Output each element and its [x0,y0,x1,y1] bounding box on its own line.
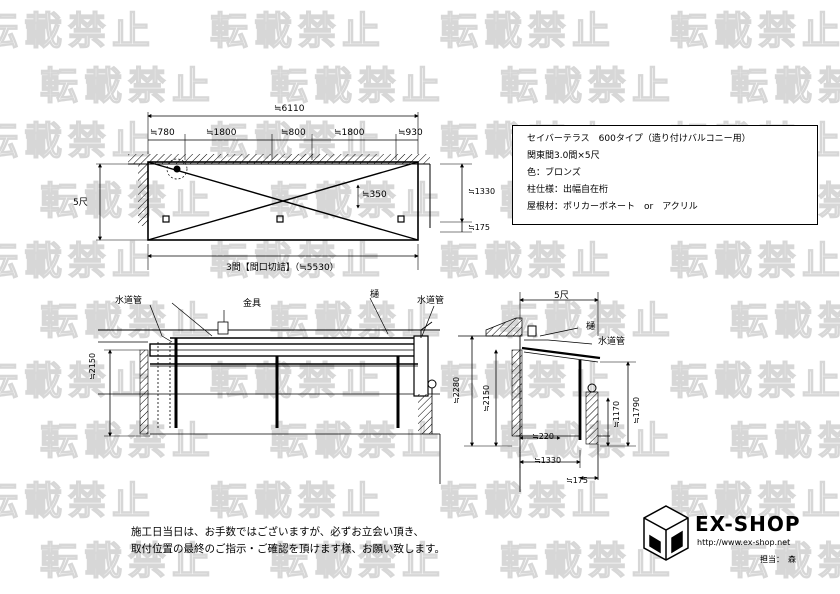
side-h-wall: ≒1170 [612,400,621,428]
side-water-pipe-label: 水道管 [598,337,626,347]
plan-right-small: ≒175 [468,223,490,232]
note-line-2: 取付位置の最終のご指示・ご確認を頂けます様、お願い致します。 [131,543,445,555]
front-view [98,297,441,484]
side-depth-label: 5尺 [554,291,569,301]
front-bracket-label: 金具 [243,299,262,309]
side-bottom-220: ≒220 [532,432,554,441]
side-h-right: ≒1790 [632,396,641,424]
installation-note: 施工日当日は、お手数ではございますが、必ずお立会い頂き、 取付位置の最終のご指示… [131,524,445,558]
front-height: ≒2150 [88,352,97,380]
spec-post: 柱仕様：出幅自在桁 [527,185,609,195]
side-h-total: ≒2280 [452,376,461,404]
plan-segment-3: ≒800 [281,128,306,138]
plan-segment-1: ≒780 [150,128,175,138]
side-h-roof: ≒2150 [482,384,491,412]
side-bottom-1330: ≒1330 [534,456,562,465]
side-bottom-175: ≒175 [566,476,588,485]
plan-segment-5: ≒930 [398,128,423,138]
plan-depth-label: 5尺 [73,198,88,208]
side-view [458,292,636,492]
spec-title: セイバーテラス 600タイプ（造り付けバルコニー用） [527,134,751,144]
plan-segment-2: ≒1800 [206,128,237,138]
front-gutter-label: 樋 [370,290,380,300]
plan-segment-4: ≒1800 [334,128,365,138]
spec-size: 関東間3.0間×5尺 [527,151,600,161]
plan-view [96,112,472,270]
logo-cube-icon [643,505,689,561]
spec-box: セイバーテラス 600タイプ（造り付けバルコニー用） 関東間3.0間×5尺 色：… [512,125,818,225]
plan-right-dim: ≒1330 [468,187,496,196]
plan-frontage: 3間【間口切詰】（≒5530） [226,263,339,273]
plan-inner-offset: ≒350 [362,190,387,200]
front-water-pipe-right: 水道管 [417,296,445,306]
plan-total-width: ≒6110 [274,104,305,114]
spec-roof: 屋根材：ポリカーボネート or アクリル [527,202,698,212]
side-gutter-label: 樋 [586,322,596,332]
logo-name: EX-SHOP [695,512,801,536]
note-line-1: 施工日当日は、お手数ではございますが、必ずお立会い頂き、 [131,526,425,538]
front-water-pipe-left: 水道管 [115,296,143,306]
logo-url[interactable]: http://www.ex-shop.net [697,538,791,547]
spec-color: 色：ブロンズ [527,168,581,178]
staff-label: 担当： 森 [760,555,796,564]
